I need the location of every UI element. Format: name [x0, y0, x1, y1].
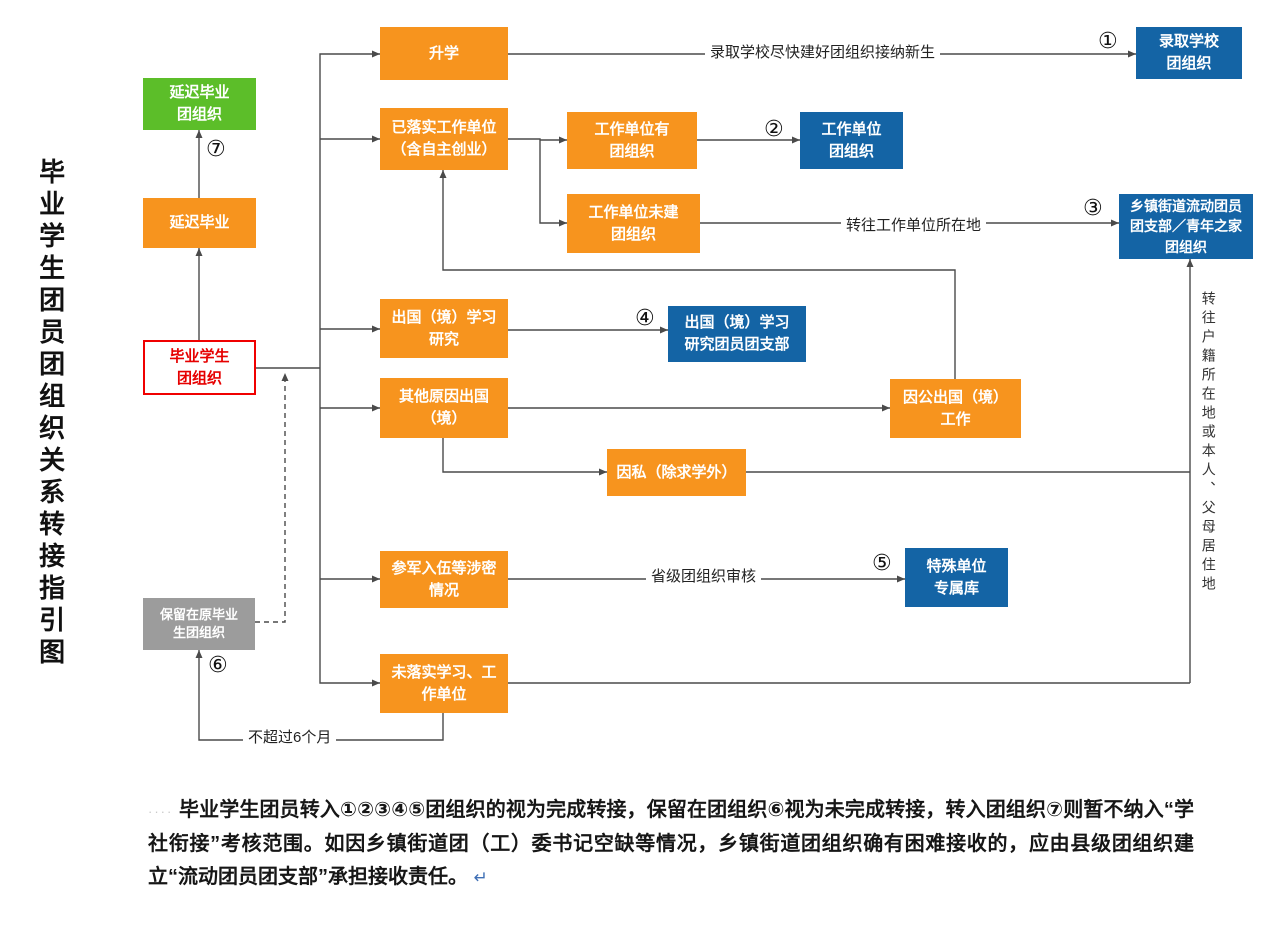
marker-4: ④ — [635, 305, 655, 330]
node-township-mobile-org: 乡镇街道流动团员 团支部／青年之家 团组织 — [1119, 194, 1253, 259]
edge-label-admitted-school-note: 录取学校尽快建好团组织接纳新生 — [705, 44, 941, 62]
marker-7: ⑦ — [206, 136, 226, 161]
node-work-unit-org: 工作单位 团组织 — [800, 112, 903, 169]
marker-6: ⑥ — [208, 652, 228, 677]
node-study-abroad: 出国（境）学习 研究 — [380, 299, 508, 358]
node-graduate-student-org: 毕业学生 团组织 — [143, 340, 256, 395]
node-delayed-graduation-org: 延迟毕业 团组织 — [143, 78, 256, 130]
node-not-secured-unit: 未落实学习、工 作单位 — [380, 654, 508, 713]
node-private-abroad: 因私（除求学外） — [607, 449, 746, 496]
node-delayed-graduation: 延迟毕业 — [143, 198, 256, 248]
edge-label-to-work-location: 转往工作单位所在地 — [841, 217, 987, 235]
return-mark: ↵ — [473, 868, 488, 888]
page-title: 毕业学生团员团组织关系转接指引图 — [35, 158, 66, 670]
node-official-abroad-work: 因公出国（境） 工作 — [890, 379, 1021, 438]
marker-2: ② — [764, 116, 784, 141]
node-other-reasons-abroad: 其他原因出国 （境） — [380, 378, 508, 438]
marker-3: ③ — [1083, 195, 1103, 220]
node-further-study: 升学 — [380, 27, 508, 80]
node-abroad-study-branch: 出国（境）学习 研究团员团支部 — [668, 306, 806, 362]
footer-text: 毕业学生团员转入①②③④⑤团组织的视为完成转接，保留在团组织⑥视为未完成转接，转… — [148, 799, 1194, 889]
edge-label-household-registration: 转往户籍所在地或本人、父母居住地 — [1200, 291, 1217, 595]
footer-indent-dots: ···· — [148, 804, 174, 819]
node-special-unit-database: 特殊单位 专属库 — [905, 548, 1008, 607]
marker-5: ⑤ — [872, 550, 892, 575]
node-admitted-school-org: 录取学校 团组织 — [1136, 27, 1242, 79]
node-work-unit-no-org: 工作单位未建 团组织 — [567, 194, 700, 253]
edge-label-six-months: 不超过6个月 — [243, 729, 337, 747]
edge-label-provincial-review: 省级团组织审核 — [646, 568, 762, 586]
marker-1: ① — [1098, 28, 1118, 53]
footer-paragraph: ···· 毕业学生团员转入①②③④⑤团组织的视为完成转接，保留在团组织⑥视为未完… — [148, 794, 1194, 895]
node-retained-original-org: 保留在原毕业 生团组织 — [143, 598, 255, 650]
node-secured-work-unit: 已落实工作单位 （含自主创业） — [380, 108, 508, 170]
node-military-classified: 参军入伍等涉密 情况 — [380, 551, 508, 608]
node-work-unit-has-org: 工作单位有 团组织 — [567, 112, 697, 169]
